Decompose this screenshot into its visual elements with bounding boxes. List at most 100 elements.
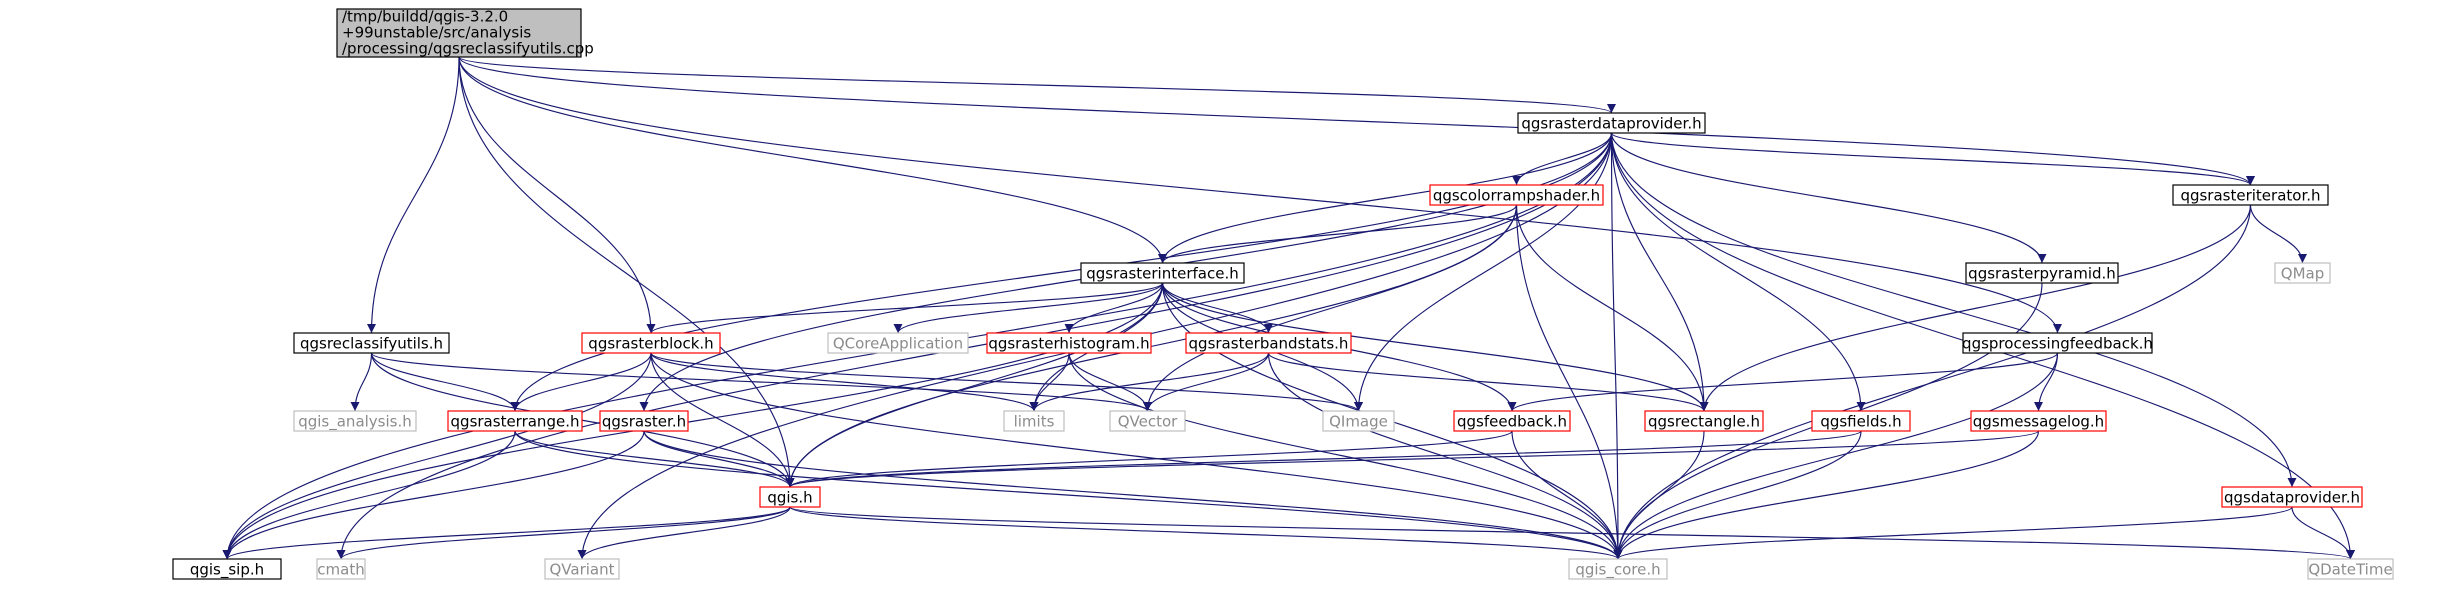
edge-root-to-qgis: [458, 56, 795, 488]
edge-rdp-to-cmath: [336, 132, 1613, 560]
node-rpy-box: [1965, 262, 2119, 284]
node-ml[interactable]: qgsmessagelog.h: [1970, 410, 2107, 432]
node-lim[interactable]: limits: [1003, 410, 1065, 432]
node-rbs[interactable]: qgsrasterbandstats.h: [1185, 332, 1352, 354]
node-qmap-label: QMap: [2281, 265, 2324, 283]
node-dp[interactable]: qgsdataprovider.h: [2221, 486, 2363, 508]
node-qan[interactable]: qgis_analysis.h: [293, 410, 417, 432]
node-rif[interactable]: qgsrasterinterface.h: [1080, 262, 1245, 284]
edge-rrg-to-sip: [222, 430, 516, 560]
node-crs-label: qgscolorrampshader.h: [1433, 187, 1600, 205]
node-rit-label: qgsrasteriterator.h: [2180, 187, 2320, 205]
edge-rbl-to-rrg: [510, 352, 652, 412]
node-crs-box: [1429, 184, 1604, 206]
node-ru[interactable]: qgsreclassifyutils.h: [293, 332, 450, 354]
node-qmap-box: [2274, 262, 2331, 284]
edge-rhi-to-core: [1068, 352, 1623, 560]
node-qca[interactable]: QCoreApplication: [827, 332, 969, 354]
node-root-file[interactable]: /tmp/buildd/qgis-3.2.0+99unstable/src/an…: [336, 8, 594, 58]
edge-crs-to-rect: [1515, 204, 1709, 412]
node-qvar-box: [544, 558, 620, 580]
node-dp-box: [2221, 486, 2363, 508]
node-qimg-label: QImage: [1329, 413, 1388, 431]
edge-root-to-ru: [367, 56, 460, 334]
node-rbs-box: [1185, 332, 1352, 354]
node-ml-box: [1970, 410, 2107, 432]
node-qdt[interactable]: QDateTime: [2307, 558, 2394, 580]
node-qvec-label: QVector: [1118, 413, 1178, 431]
node-cmath-label: cmath: [317, 561, 364, 579]
node-rit[interactable]: qgsrasteriterator.h: [2172, 184, 2329, 206]
node-pfb[interactable]: qgsprocessingfeedback.h: [1962, 332, 2153, 354]
edge-rit-to-qmap: [2249, 204, 2307, 264]
node-qdt-label: QDateTime: [2308, 561, 2392, 579]
node-fb-box: [1453, 410, 1571, 432]
node-qvar-label: QVariant: [549, 561, 614, 579]
node-rhi[interactable]: qgsrasterhistogram.h: [986, 332, 1152, 354]
node-cmath[interactable]: cmath: [316, 558, 366, 580]
node-qimg[interactable]: QImage: [1322, 410, 1395, 432]
node-rif-label: qgsrasterinterface.h: [1086, 265, 1238, 283]
edge-qgis-to-cmath: [336, 506, 791, 560]
edge-rst-to-sip: [222, 430, 645, 560]
edge-ru-to-qan: [350, 352, 373, 412]
node-qvar[interactable]: QVariant: [544, 558, 620, 580]
node-rit-box: [2172, 184, 2329, 206]
edge-rdp-to-rit: [1610, 132, 2255, 186]
edge-rif-to-rhi: [1064, 282, 1164, 334]
node-fb[interactable]: qgsfeedback.h: [1453, 410, 1571, 432]
edge-flds-to-core: [1613, 430, 1862, 560]
edge-rif-to-rbs: [1161, 282, 1273, 334]
node-qca-label: QCoreApplication: [833, 335, 963, 353]
edge-rif-to-qgis: [785, 282, 1164, 488]
node-rpy-label: qgsrasterpyramid.h: [1968, 265, 2116, 283]
node-rdp[interactable]: qgsrasterdataprovider.h: [1517, 112, 1706, 134]
edge-root-to-rdp: [458, 56, 1616, 114]
node-core[interactable]: qgis_core.h: [1568, 558, 1668, 580]
node-rrg-box: [447, 410, 583, 432]
node-qmap[interactable]: QMap: [2274, 262, 2331, 284]
edge-rdp-to-flds: [1610, 132, 1866, 412]
edge-layer: [222, 56, 2355, 560]
node-fb-label: qgsfeedback.h: [1457, 413, 1567, 431]
node-ml-label: qgsmessagelog.h: [1973, 413, 2104, 431]
node-qvec[interactable]: QVector: [1109, 410, 1186, 432]
node-rrg-label: qgsrasterrange.h: [451, 413, 580, 431]
node-pfb-box: [1962, 332, 2153, 354]
node-cmath-box: [316, 558, 366, 580]
node-pfb-label: qgsprocessingfeedback.h: [1962, 335, 2153, 353]
node-qca-box: [827, 332, 969, 354]
node-rdp-box: [1517, 112, 1706, 134]
node-rhi-label: qgsrasterhistogram.h: [988, 335, 1149, 353]
node-rect[interactable]: qgsrectangle.h: [1644, 410, 1764, 432]
node-rpy[interactable]: qgsrasterpyramid.h: [1965, 262, 2119, 284]
node-rrg[interactable]: qgsrasterrange.h: [447, 410, 583, 432]
edge-qgis-to-qvar: [577, 506, 791, 560]
node-qdt-box: [2307, 558, 2394, 580]
node-rbl[interactable]: qgsrasterblock.h: [581, 332, 721, 354]
edge-rif-to-rbl: [646, 282, 1164, 334]
edge-ml-to-qgis: [785, 430, 2040, 488]
edge-dp-to-qdt: [2291, 506, 2355, 560]
edge-rst-to-core: [643, 430, 1623, 560]
edge-rdp-to-rif: [1158, 132, 1613, 264]
edge-rdp-to-qimg: [1354, 132, 1613, 412]
node-rif-box: [1080, 262, 1245, 284]
node-rst[interactable]: qgsraster.h: [599, 410, 689, 432]
edge-root-to-rit: [458, 56, 2255, 186]
node-qan-label: qgis_analysis.h: [298, 413, 412, 432]
edge-ru-to-rrg: [370, 352, 520, 412]
node-sip[interactable]: qgis_sip.h: [172, 558, 282, 580]
node-lim-label: limits: [1014, 413, 1055, 431]
edge-rst-to-qgis: [643, 430, 795, 488]
node-flds-label: qgsfields.h: [1820, 413, 1901, 431]
node-rst-box: [599, 410, 689, 432]
node-flds[interactable]: qgsfields.h: [1811, 410, 1911, 432]
node-flds-box: [1811, 410, 1911, 432]
edge-crs-to-rif: [1158, 204, 1518, 264]
node-crs[interactable]: qgscolorrampshader.h: [1429, 184, 1604, 206]
node-rdp-label: qgsrasterdataprovider.h: [1521, 115, 1701, 133]
edge-root-to-rif: [458, 56, 1167, 264]
edge-qgis-to-core: [789, 506, 1623, 560]
node-qgis[interactable]: qgis.h: [759, 486, 821, 508]
